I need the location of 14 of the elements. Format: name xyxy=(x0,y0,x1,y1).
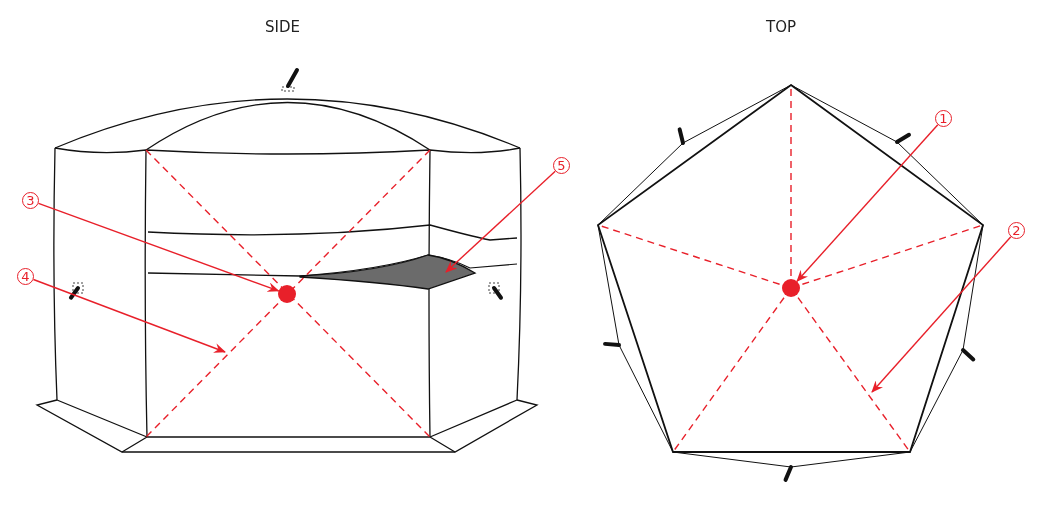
leader-line xyxy=(796,124,939,283)
center-dot xyxy=(278,285,296,303)
leader-line xyxy=(871,236,1012,393)
callout-number: 2 xyxy=(1008,222,1025,239)
callout-number: 5 xyxy=(553,157,570,174)
view-title: SIDE xyxy=(265,18,300,36)
callout-number: 4 xyxy=(17,268,34,285)
center-dot xyxy=(782,279,800,297)
callout-number: 3 xyxy=(22,192,39,209)
view-title: TOP xyxy=(766,18,796,36)
leader-line xyxy=(32,278,226,353)
leader-line xyxy=(37,202,280,292)
leader-line xyxy=(445,170,556,273)
callout-number: 1 xyxy=(935,110,952,127)
